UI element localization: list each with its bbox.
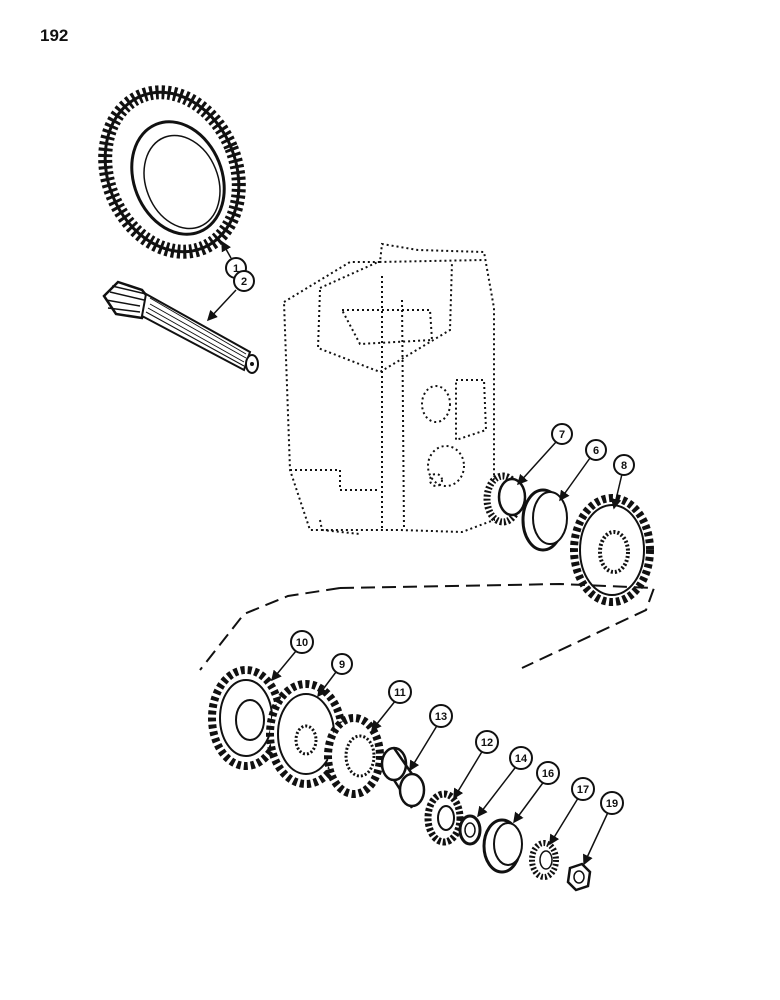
callout-label-6: 6 — [593, 445, 599, 457]
callout-17: 17 — [571, 777, 595, 801]
gear-9 — [266, 680, 346, 788]
bearing-cup-16 — [482, 818, 523, 874]
callout-label-13: 13 — [435, 711, 447, 723]
callout-19: 19 — [600, 791, 624, 815]
bearing-cone-7 — [483, 472, 527, 526]
callout-7: 7 — [551, 423, 573, 445]
spacer-13 — [380, 746, 426, 809]
callout-14: 14 — [509, 746, 533, 770]
transmission-housing — [282, 242, 495, 535]
callout-6: 6 — [585, 439, 607, 461]
bearing-cone-17 — [529, 840, 559, 880]
callout-label-12: 12 — [481, 737, 493, 749]
ring-gear — [98, 85, 246, 259]
callout-label-8: 8 — [621, 460, 627, 472]
pinion-shaft — [102, 280, 259, 374]
callout-label-10: 10 — [296, 637, 308, 649]
page-number: 192 — [40, 26, 69, 45]
callout-label-17: 17 — [577, 784, 589, 796]
gear-10 — [208, 666, 284, 770]
gear-12 — [424, 790, 464, 846]
group-connector-line — [199, 582, 656, 671]
callout-13: 13 — [429, 704, 453, 728]
callout-label-16: 16 — [542, 768, 554, 780]
nut-19 — [566, 862, 592, 892]
callout-label-9: 9 — [339, 659, 345, 671]
callout-label-1: 1 — [233, 263, 239, 275]
callout-label-19: 19 — [606, 798, 618, 810]
callout-label-11: 11 — [394, 687, 406, 699]
bearing-cup-6 — [521, 488, 568, 552]
callout-16: 16 — [536, 761, 560, 785]
callout-8: 8 — [613, 454, 635, 476]
gear-8 — [570, 494, 654, 606]
callout-10: 10 — [290, 630, 314, 654]
gear-11 — [324, 714, 384, 798]
callout-12: 12 — [475, 730, 499, 754]
callout-2: 2 — [233, 270, 255, 292]
callout-label-7: 7 — [559, 429, 565, 441]
callout-9: 9 — [331, 653, 353, 675]
callout-label-14: 14 — [515, 753, 528, 765]
leader-lines — [206, 240, 623, 866]
callout-label-2: 2 — [241, 276, 247, 288]
callout-11: 11 — [388, 680, 412, 704]
washer-14 — [458, 814, 482, 846]
